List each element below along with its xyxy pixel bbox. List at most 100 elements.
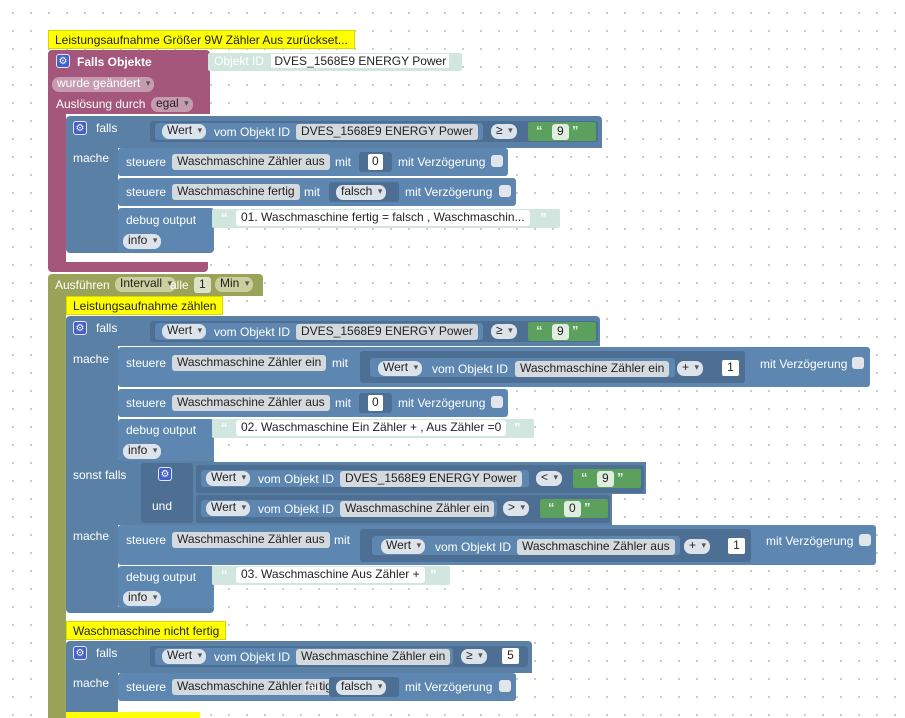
run-label: Ausführen <box>55 278 110 292</box>
delay-label: mit Verzögerung <box>398 155 486 169</box>
steuere-label: steuere <box>126 533 167 547</box>
number-value[interactable]: 9 <box>552 324 569 340</box>
trigger-objid-block[interactable]: Objekt ID DVES_1568E9 ENERGY Power <box>208 53 462 71</box>
objid-field[interactable]: DVES_1568E9 ENERGY Power <box>296 124 478 140</box>
quote-icon: ” <box>514 420 521 435</box>
delay-label: mit Verzögerung <box>405 680 493 694</box>
gear-icon[interactable]: ⚙ <box>158 467 172 481</box>
if-block-2-side <box>66 345 118 460</box>
value-dropdown[interactable]: Wert <box>162 324 207 339</box>
number-value[interactable]: 9 <box>552 124 569 140</box>
objid-label: vom Objekt ID <box>214 325 291 339</box>
quote-icon: “ <box>221 567 228 582</box>
do-label: mache <box>73 676 110 690</box>
gear-icon[interactable]: ⚙ <box>73 646 87 660</box>
boolean-dropdown[interactable]: falsch <box>336 185 387 200</box>
target-field[interactable]: Waschmaschine Zähler ein <box>172 355 327 371</box>
do-label: mache <box>73 352 110 366</box>
block3-comment[interactable]: Waschmaschine nicht fertig <box>66 621 227 640</box>
value-dropdown[interactable]: Wert <box>206 471 251 486</box>
debug-label: debug output <box>126 423 197 437</box>
trigger-block-bottom <box>48 262 208 272</box>
number-value[interactable]: 0 <box>368 395 383 411</box>
objid-field[interactable]: Waschmaschine Zähler ein <box>296 649 451 665</box>
checkbox-icon[interactable] <box>859 534 871 546</box>
quote-icon: ” <box>430 567 437 582</box>
debug-text[interactable]: 03. Waschmaschine Aus Zähler + <box>236 567 425 583</box>
checkbox-icon[interactable] <box>499 185 511 197</box>
target-field[interactable]: Waschmaschine Zähler fertig <box>172 679 337 695</box>
trigger-objid[interactable]: DVES_1568E9 ENERGY Power <box>271 54 450 68</box>
number-value[interactable]: 1 <box>722 360 739 376</box>
checkbox-icon[interactable] <box>852 357 864 369</box>
operator-dropdown[interactable]: ≥ <box>461 649 487 664</box>
delay-label: mit Verzögerung <box>760 357 848 371</box>
schedule-block-side <box>48 295 66 718</box>
value-dropdown[interactable]: Wert <box>206 501 251 516</box>
if-label: falls <box>96 121 118 135</box>
block2-comment[interactable]: Leistungsaufnahme zählen <box>66 296 224 315</box>
mode-dropdown[interactable]: Intervall <box>115 277 177 292</box>
target-field[interactable]: Waschmaschine Zähler aus <box>172 154 330 170</box>
number-value[interactable]: 9 <box>597 471 614 487</box>
value-dropdown[interactable]: Wert <box>162 649 207 664</box>
objid-field[interactable]: Waschmaschine Zähler ein <box>340 501 495 517</box>
quote-icon: “ <box>548 500 555 515</box>
mit-label: mit <box>334 533 350 547</box>
target-field[interactable]: Waschmaschine Zähler aus <box>172 395 330 411</box>
debug-text[interactable]: 01. Waschmaschine fertig = falsch , Wasc… <box>236 210 530 226</box>
value-dropdown[interactable]: Wert <box>162 124 207 139</box>
gear-icon[interactable]: ⚙ <box>56 54 70 68</box>
checkbox-icon[interactable] <box>491 155 503 167</box>
if-block-2-bottom <box>66 607 214 613</box>
mit-label: mit <box>335 155 351 169</box>
level-dropdown[interactable]: info <box>123 234 162 249</box>
value-dropdown[interactable]: Wert <box>378 361 423 376</box>
objid-field[interactable]: DVES_1568E9 ENERGY Power <box>340 471 522 487</box>
operator-dropdown[interactable]: < <box>536 471 563 486</box>
unit-dropdown[interactable]: Min <box>215 277 254 292</box>
objid-field[interactable]: Waschmaschine Zähler ein <box>515 361 670 377</box>
if-block-2-mid <box>66 459 214 463</box>
boolean-dropdown[interactable]: falsch <box>336 680 387 695</box>
ausloesung-label: Auslösung durch <box>56 97 146 111</box>
quote-icon: ” <box>572 123 579 138</box>
block1-comment[interactable]: Leistungsaufnahme Größer 9W Zähler Aus z… <box>48 30 355 49</box>
quote-icon: ” <box>540 210 547 225</box>
checkbox-icon[interactable] <box>499 680 511 692</box>
changed-dropdown[interactable]: wurde geändert <box>52 77 155 92</box>
elseif-label: sonst falls <box>73 468 127 482</box>
operator-dropdown[interactable]: > <box>503 501 530 516</box>
checkbox-icon[interactable] <box>491 396 503 408</box>
operator-dropdown[interactable]: + <box>684 539 711 554</box>
quote-icon: “ <box>221 420 228 435</box>
objid-label: vom Objekt ID <box>435 540 512 554</box>
mit-label: mit <box>335 396 351 410</box>
objid-field[interactable]: DVES_1568E9 ENERGY Power <box>296 324 478 340</box>
target-field[interactable]: Waschmaschine Zähler aus <box>172 532 330 548</box>
operator-dropdown[interactable]: ≥ <box>491 324 517 339</box>
quote-icon: ” <box>617 470 624 485</box>
number-value[interactable]: 1 <box>728 538 745 554</box>
operator-dropdown[interactable]: ≥ <box>491 124 517 139</box>
number-value[interactable]: 5 <box>502 648 519 664</box>
value-dropdown[interactable]: Wert <box>381 539 426 554</box>
debug-text[interactable]: 02. Waschmaschine Ein Zähler + , Aus Zäh… <box>236 420 507 436</box>
number-value[interactable]: 0 <box>368 154 383 170</box>
ausloesung-dropdown[interactable]: egal <box>151 97 193 112</box>
gear-icon[interactable]: ⚙ <box>73 121 87 135</box>
target-field[interactable]: Waschmaschine fertig <box>172 184 300 200</box>
level-dropdown[interactable]: info <box>123 591 162 606</box>
steuere-label: steuere <box>126 680 167 694</box>
number-value[interactable]: 0 <box>564 501 581 517</box>
if-label: falls <box>96 646 118 660</box>
level-dropdown[interactable]: info <box>123 444 162 459</box>
next-comment-partial[interactable] <box>66 712 200 718</box>
gear-icon[interactable]: ⚙ <box>73 321 87 335</box>
quote-icon: “ <box>221 210 228 225</box>
objid-field[interactable]: Waschmaschine Zähler aus <box>517 539 675 555</box>
quote-icon: “ <box>536 123 543 138</box>
delay-label: mit Verzögerung <box>766 534 854 548</box>
every-value[interactable]: 1 <box>194 277 211 293</box>
operator-dropdown[interactable]: + <box>677 361 704 376</box>
